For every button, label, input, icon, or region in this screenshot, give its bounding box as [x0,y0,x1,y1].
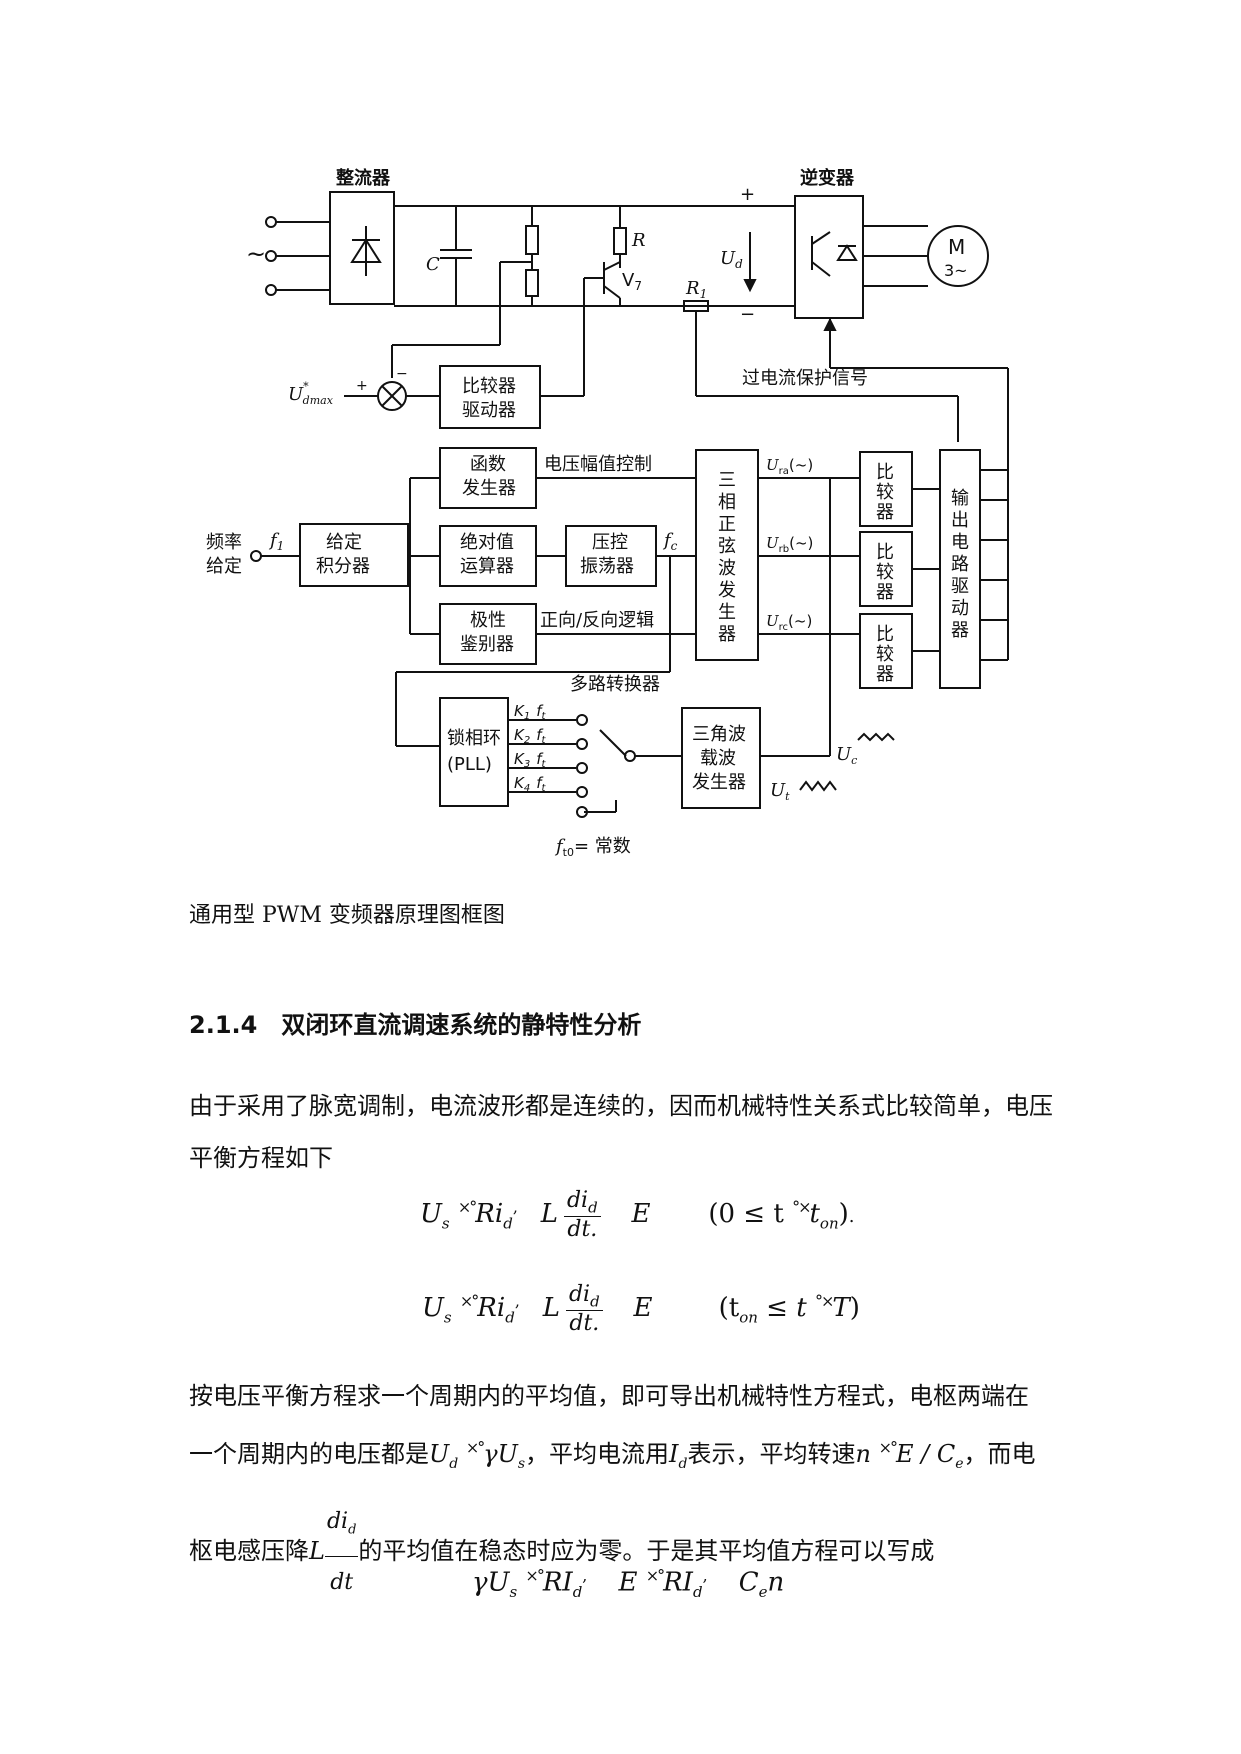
polarity-line1: 极性 [470,610,506,631]
integrator-line2: 积分器 [316,556,370,577]
svg-text:比: 比 [876,462,894,483]
tri-gen-line3: 发生器 [692,772,746,793]
mux-label: 多路转换器 [570,674,660,695]
transistor-label: V7 [622,270,642,293]
svg-text:路: 路 [951,554,969,575]
rectifier-label: 整流器 [335,167,391,189]
svg-text:弦: 弦 [718,536,736,557]
svg-text:器: 器 [876,582,894,603]
capacitor-label: C [426,254,440,275]
svg-text:三: 三 [718,470,736,491]
sum-plus: + [356,378,368,394]
volt-amp-ctrl-label: 电压幅值控制 [544,454,652,475]
output-driver-label: 输 出 电 路 驱 动 器 [951,488,969,641]
sine-gen-label: 三 相 正 弦 波 发 生 器 [718,470,736,645]
udmax-label: U*dmax [288,380,334,407]
motor-phase-label: 3~ [944,261,968,280]
vco-line1: 压控 [592,532,628,553]
pll-line2: (PLL) [447,754,492,775]
sum-minus: − [396,366,408,382]
fwd-rev-label: 正向/反向逻辑 [540,610,654,631]
comp-driver-line2: 驱动器 [462,400,516,421]
tri-gen-line1: 三角波 [692,724,746,745]
ac-source-label: ~ [246,240,266,268]
svg-text:发: 发 [718,580,736,601]
func-gen-line1: 函数 [470,454,506,475]
pll-line1: 锁相环 [447,728,501,749]
ratio-label: ft0= 常数 [554,836,631,859]
overcurrent-label: 过电流保护信号 [742,368,868,389]
r1-label: R1 [685,278,707,301]
ud-label: Ud [720,248,743,271]
svg-text:动: 动 [951,598,969,619]
svg-text:器: 器 [876,664,894,685]
svg-text:波: 波 [718,558,736,579]
svg-text:正: 正 [718,514,736,535]
svg-text:较: 较 [876,644,894,665]
svg-text:输: 输 [951,488,969,509]
svg-text:比: 比 [876,542,894,563]
urb-label: Urb(~) [766,534,813,555]
vco-line2: 振荡器 [580,556,634,577]
equation-3: γUs ×°RId, E ×°RId, Cen [472,1566,785,1601]
comparator-b-label: 比较器 [876,542,894,603]
paragraph-derivation: 按电压平衡方程求一个周期内的平均值，即可导出机械特性方程式，电枢两端在 一个周期… [189,1382,1036,1596]
svg-text:电: 电 [951,532,969,553]
svg-text:比: 比 [876,624,894,645]
section-heading: 2.1.4 双闭环直流调速系统的静特性分析 [189,1011,642,1039]
comp-driver-line1: 比较器 [462,376,516,397]
integrator-line1: 给定 [326,532,362,553]
urc-label: Urc(~) [766,612,812,633]
paragraph-intro: 由于采用了脉宽调制，电流波形都是连续的，因而机械特性关系式比较简单，电压平衡方程… [189,1092,1053,1172]
figure-caption: 通用型 PWM 变频器原理图框图 [189,903,505,928]
comparator-a-label: 比较器 [876,462,894,523]
svg-text:器: 器 [951,620,969,641]
svg-text:相: 相 [718,492,736,513]
ut-label: Ut [770,780,790,803]
abs-calc-line1: 绝对值 [460,532,514,553]
abs-calc-line2: 运算器 [460,556,514,577]
pwm-inverter-block-diagram: 整流器 逆变器 ~ C R V7 + − Ud R1 M 3~ U*dmax +… [206,167,1009,859]
f1-label: f1 [268,530,284,553]
svg-text:较: 较 [876,482,894,503]
tri-gen-line2: 载波 [700,748,736,769]
svg-text:出: 出 [951,510,969,531]
dc-minus-label: − [740,304,755,325]
freq-set-line2: 给定 [206,556,242,577]
svg-text:驱: 驱 [951,576,969,597]
svg-text:较: 较 [876,562,894,583]
func-gen-line2: 发生器 [462,478,516,499]
svg-text:生: 生 [718,602,736,623]
fc-label: fc [662,530,678,553]
ura-label: Ura(~) [766,456,813,477]
svg-text:器: 器 [876,502,894,523]
svg-text:器: 器 [718,624,736,645]
uc-label: Uc [836,744,857,767]
motor-label: M [948,235,965,259]
dc-plus-label: + [740,184,755,205]
freq-set-line1: 频率 [206,532,242,553]
resistor-label: R [631,230,646,251]
polarity-line2: 鉴别器 [460,634,514,655]
inverter-label: 逆变器 [800,167,855,189]
comparator-c-label: 比较器 [876,624,894,685]
